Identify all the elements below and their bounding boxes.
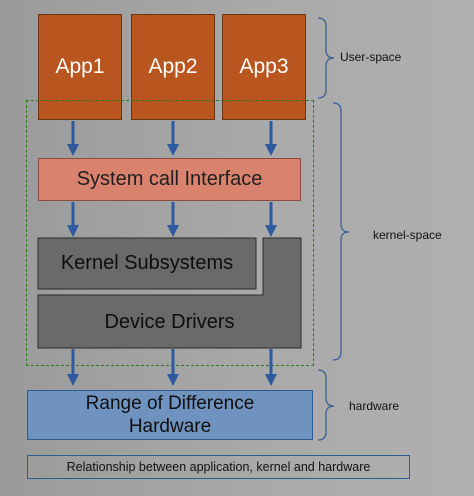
diagram-caption: Relationship between application, kernel…	[27, 455, 410, 479]
kernel-subsystems-shape	[37, 237, 257, 290]
caption-text: Relationship between application, kernel…	[66, 460, 371, 474]
kernel-subsystems-label: Kernel Subsystems	[60, 252, 234, 274]
app1-box: App1	[38, 14, 122, 120]
kernel-space-label: kernel-space	[373, 228, 442, 242]
system-call-interface-label: System call Interface	[76, 168, 263, 190]
app3-label: App3	[239, 55, 289, 78]
app3-box: App3	[222, 14, 306, 120]
app2-box: App2	[131, 14, 215, 120]
hardware-box-line1: Range of Difference	[85, 393, 255, 414]
hardware-brace	[317, 369, 335, 441]
system-call-interface-box: System call Interface	[38, 158, 301, 201]
kernel-space-brace	[332, 102, 350, 361]
kernel-space-outline	[26, 100, 314, 366]
app2-label: App2	[148, 55, 198, 78]
device-drivers-shape	[37, 237, 302, 349]
user-space-label: User-space	[340, 50, 402, 64]
hardware-box-line2: Hardware	[128, 416, 212, 437]
device-drivers-label: Device Drivers	[104, 310, 235, 333]
hardware-label: hardware	[349, 399, 400, 413]
app1-label: App1	[55, 55, 105, 78]
hardware-box: Range of Difference Hardware	[27, 390, 313, 440]
user-space-brace	[317, 17, 335, 99]
